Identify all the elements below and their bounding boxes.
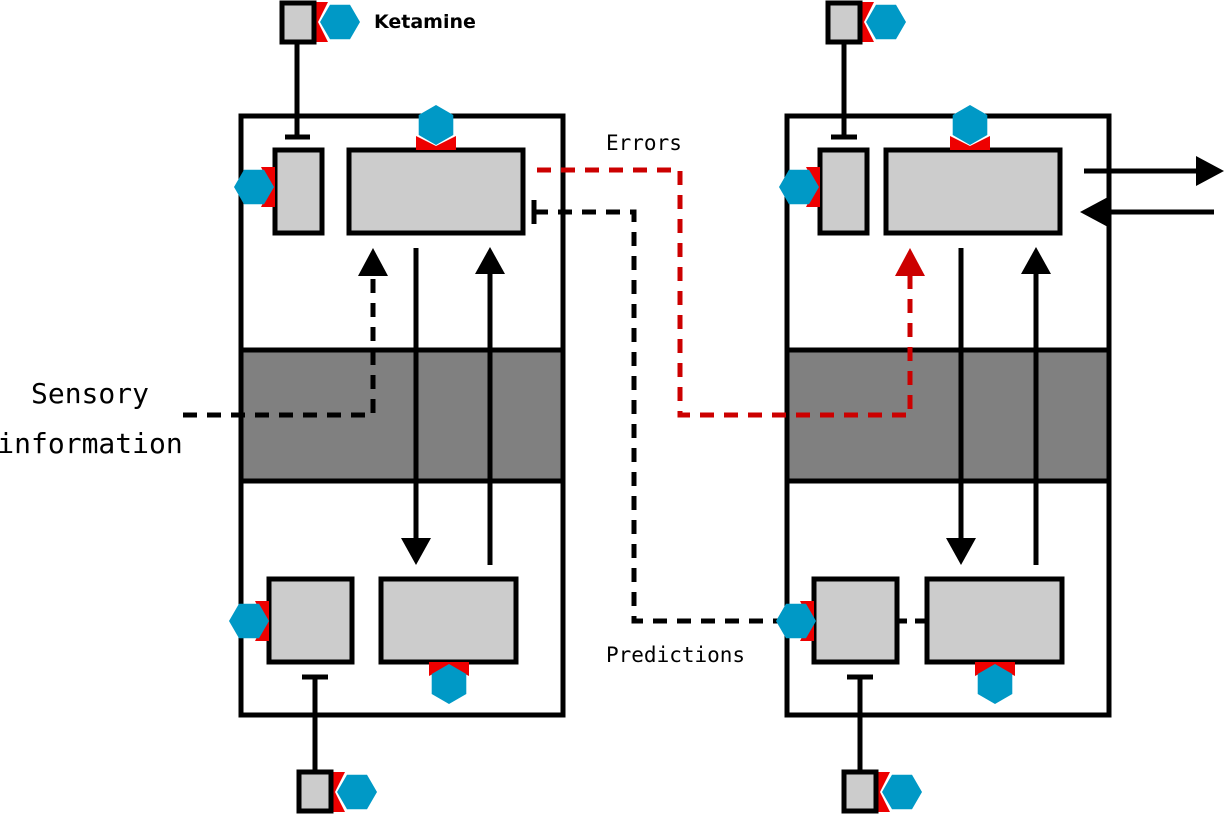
left-bottom-ketamine-box [296,769,334,814]
left-lower-interneuron [266,576,355,665]
right-bottom-box-receptor-icon [876,772,890,812]
left-upper-interneuron-ketamine-icon [234,169,274,205]
left-cortical-column [183,42,566,772]
higher-level-output-arrowhead [1196,156,1224,186]
errors-label: Errors [606,131,682,155]
right-down-arrowhead [946,538,976,565]
sensory-label-line2: information [0,427,183,460]
right-upper-pyramidal-ketamine-icon [952,105,988,145]
left-lower-pyramidal-receptor-icon [429,662,469,676]
right-up-arrowhead [1021,247,1051,274]
predictions-label: Predictions [606,643,745,667]
right-lower-pyramidal-ketamine-icon [977,664,1013,704]
right-layer-band [784,347,1112,484]
left-top-box-ketamine-icon [320,4,360,40]
right-upper-interneuron [817,147,870,236]
sensory-label-line1: Sensory [31,377,149,410]
right-bottom-ketamine-box [841,769,879,814]
higher-level-input-arrowhead [1080,197,1108,227]
left-top-ketamine-box [279,0,317,45]
right-upper-pyramidal-cell [883,147,1063,236]
right-top-box-receptor-icon [860,2,874,42]
right-lower-pyramidal-receptor-icon [975,662,1015,676]
left-lower-pyramidal-ketamine-icon [431,664,467,704]
right-bottom-box-ketamine-icon [882,774,922,810]
left-bottom-box-receptor-icon [331,772,345,812]
left-up-arrowhead [475,247,505,274]
right-upper-interneuron-ketamine-icon [779,169,819,205]
left-down-arrowhead [401,538,431,565]
left-upper-interneuron [272,147,325,236]
sensory-input-arrowhead [358,248,388,276]
right-top-box-ketamine-icon [866,4,906,40]
left-layer-band [238,347,566,484]
left-upper-interneuron-receptor-icon [261,167,275,207]
receptor-group [229,2,1015,812]
right-lower-pyramidal-cell [924,576,1065,665]
prediction-signal-path [534,209,790,624]
right-upper-interneuron-receptor-icon [806,167,820,207]
right-lower-interneuron-receptor-icon [800,601,814,641]
right-top-ketamine-box [825,0,863,45]
right-lower-interneuron-ketamine-icon [776,603,816,639]
error-signal-path [537,167,913,418]
right-lower-interneuron [811,576,900,665]
ketamine-label: Ketamine [374,11,476,33]
left-lower-interneuron-receptor-icon [255,601,269,641]
left-lower-pyramidal-cell [378,576,519,665]
left-upper-pyramidal-receptor-icon [416,136,456,150]
error-signal-arrowhead [895,248,925,276]
left-bottom-box-ketamine-icon [337,774,377,810]
right-cortical-column [784,42,1224,772]
right-upper-pyramidal-receptor-icon [950,136,990,150]
left-upper-pyramidal-cell [346,147,526,236]
left-top-box-receptor-icon [314,2,328,42]
left-lower-interneuron-ketamine-icon [229,603,269,639]
left-upper-pyramidal-ketamine-icon [418,105,454,145]
